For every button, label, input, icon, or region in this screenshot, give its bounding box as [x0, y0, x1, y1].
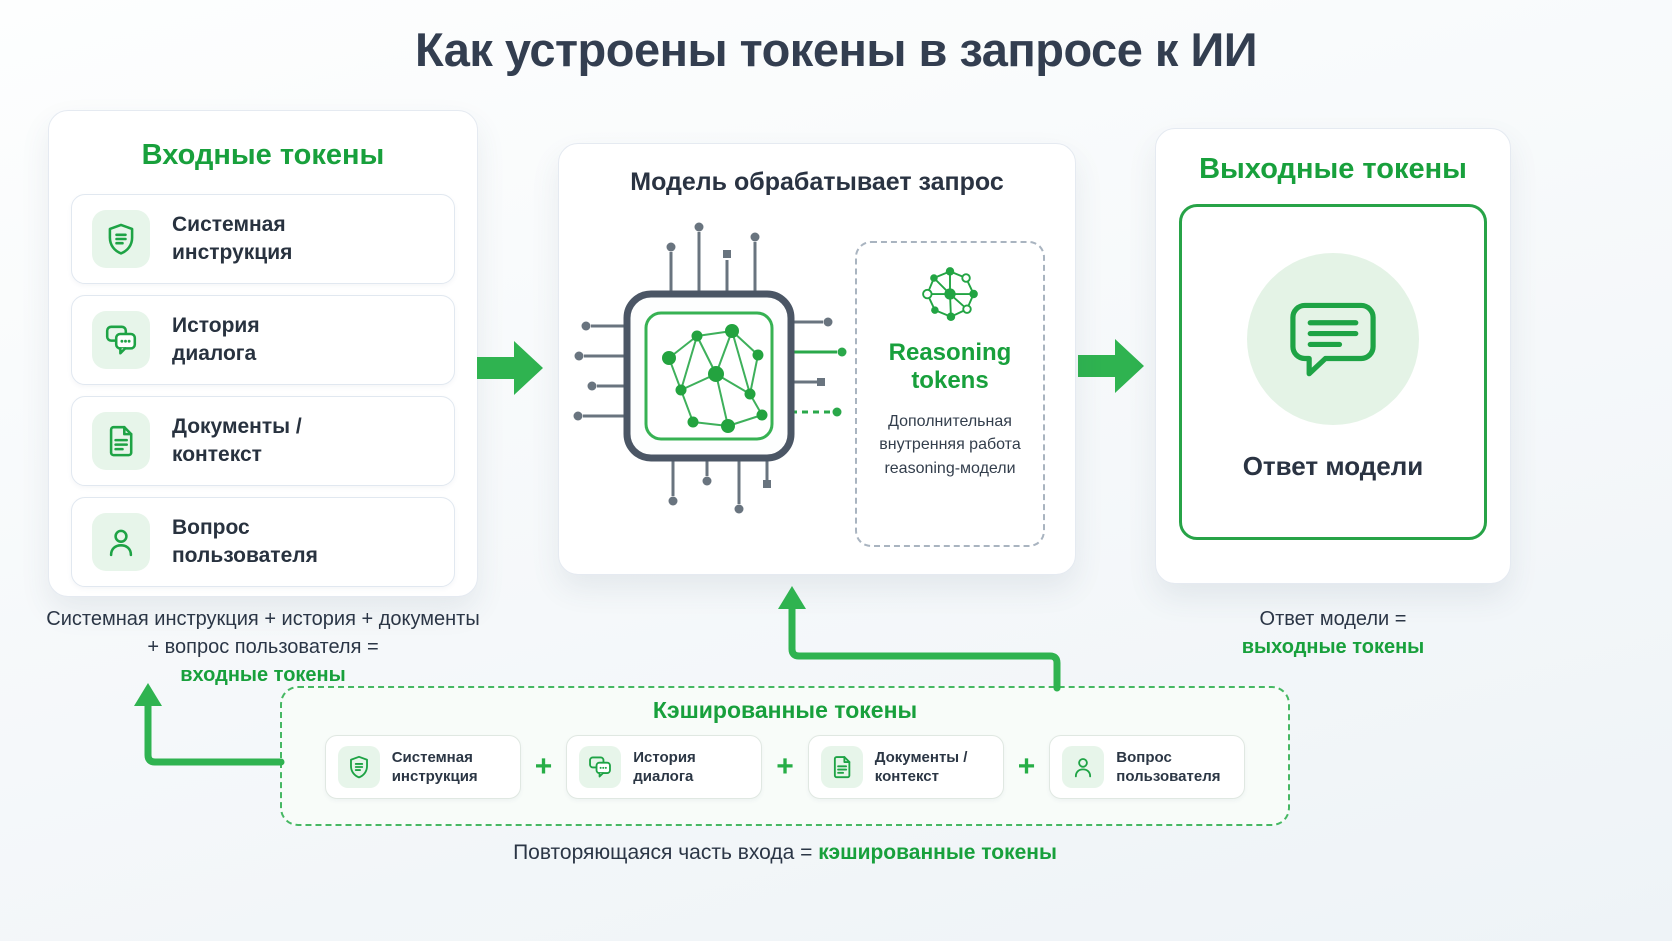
user-icon — [92, 513, 150, 571]
input-item-label: Системная инструкция — [172, 212, 293, 264]
chat-icon — [579, 746, 622, 788]
chip-illustration — [573, 222, 847, 514]
model-process-panel: Модель обрабатывает запрос — [558, 143, 1076, 575]
input-item-documents-context: Документы / контекст — [71, 396, 455, 486]
cached-caption: Повторяющаяся часть входа = кэшированные… — [280, 838, 1290, 867]
cached-item-label: Документы / контекст — [874, 748, 968, 786]
input-caption-highlight: входные токены — [180, 664, 346, 686]
flow-arrow-right-icon — [1078, 339, 1144, 393]
input-item-dialog-history: История диалога — [71, 295, 455, 385]
input-item-user-question: Вопрос пользователя — [71, 497, 455, 587]
chat-bubble-circle — [1247, 253, 1419, 425]
cached-item-label: Системная инструкция — [391, 748, 478, 786]
reasoning-title: Reasoning tokens — [888, 339, 1012, 394]
output-tokens-panel: Выходные токены Ответ модели — [1155, 128, 1511, 584]
input-caption-text: Системная инструкция + история + докумен… — [46, 608, 480, 658]
cached-panel-title: Кэшированные токены — [652, 697, 918, 723]
input-caption: Системная инструкция + история + докумен… — [38, 605, 488, 689]
cached-tokens-panel: Кэшированные токены Системная инструкция… — [280, 686, 1290, 826]
cached-item-label: История диалога — [633, 748, 696, 786]
output-caption-text: Ответ модели = — [1259, 608, 1407, 630]
cached-item-system-instruction: Системная инструкция — [324, 735, 521, 799]
reasoning-description: Дополнительная внутренняя работа reasoni… — [879, 413, 1021, 477]
input-item-label: Вопрос пользователя — [172, 515, 318, 567]
input-tokens-panel: Входные токены Системная инструкция Исто… — [48, 110, 478, 597]
process-panel-title: Модель обрабатывает запрос — [630, 168, 1004, 196]
cached-item-documents-context: Документы / контекст — [807, 735, 1004, 799]
output-caption-highlight: выходные токены — [1241, 636, 1425, 658]
output-panel-title: Выходные токены — [1199, 153, 1467, 185]
input-items-list: Системная инструкция История диалога Док… — [71, 194, 455, 587]
cached-item-dialog-history: История диалога — [566, 735, 763, 799]
shield-icon — [337, 746, 380, 788]
output-caption: Ответ модели = выходные токены — [1155, 605, 1511, 661]
page-title: Как устроены токены в запросе к ИИ — [414, 23, 1258, 76]
document-icon — [92, 412, 150, 470]
input-item-label: История диалога — [172, 313, 260, 365]
user-icon — [1062, 746, 1105, 788]
cached-item-label: Вопрос пользователя — [1116, 748, 1221, 786]
chat-icon — [92, 311, 150, 369]
flow-arrow-left-icon — [477, 341, 543, 395]
input-item-system-instruction: Системная инструкция — [71, 194, 455, 284]
cached-caption-text: Повторяющаяся часть входа = — [513, 841, 813, 864]
cached-caption-highlight: кэшированные токены — [818, 841, 1057, 864]
molecule-icon — [922, 267, 978, 321]
reasoning-tokens-box: Reasoning tokens Дополнительная внутренн… — [855, 241, 1045, 547]
answer-label: Ответ модели — [1242, 451, 1424, 481]
cached-item-user-question: Вопрос пользователя — [1049, 735, 1246, 799]
document-icon — [820, 746, 863, 788]
plus-sign: + — [1017, 750, 1036, 783]
input-item-label: Документы / контекст — [172, 414, 302, 466]
input-panel-title: Входные токены — [141, 139, 385, 171]
cached-items-row: Системная инструкция + История диалога +… — [282, 735, 1288, 799]
model-answer-box: Ответ модели — [1179, 204, 1487, 540]
shield-icon — [92, 210, 150, 268]
chat-bubble-icon — [1290, 302, 1376, 377]
plus-sign: + — [776, 750, 794, 783]
arrow-up-icon — [778, 586, 806, 609]
plus-sign: + — [534, 750, 553, 783]
